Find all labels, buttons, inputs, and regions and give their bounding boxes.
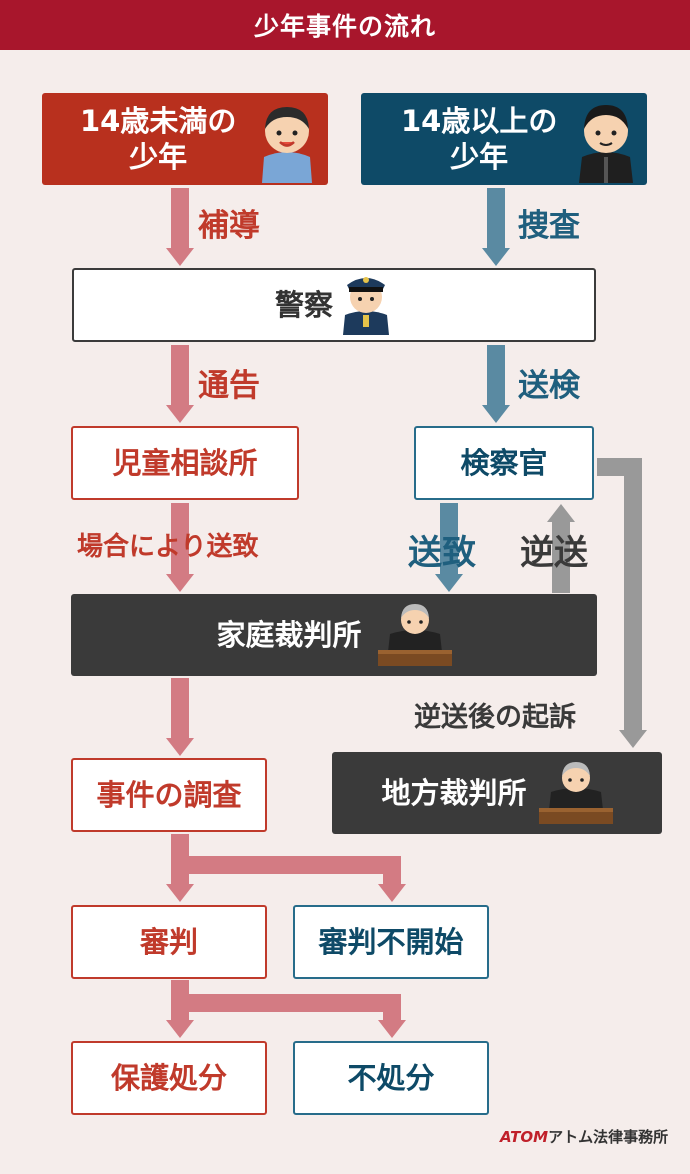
node-family-court-label: 家庭裁判所 xyxy=(216,617,362,652)
arrow-family-court-to-investigation xyxy=(166,678,194,756)
arrow-prosecutor-to-district-court xyxy=(597,458,647,748)
node-protective-disposition: 保護処分 xyxy=(71,1041,267,1115)
footer-brand: ATOM xyxy=(500,1128,549,1146)
node-no-disposition: 不処分 xyxy=(293,1041,489,1115)
footer-firm-name: アトム法律事務所 xyxy=(548,1128,669,1146)
node-under-14-line1: 14歳未満の xyxy=(80,103,237,138)
node-case-investigation: 事件の調査 xyxy=(71,758,267,832)
label-investigation: 捜査 xyxy=(518,208,580,244)
arrow-under14-to-police xyxy=(166,188,194,266)
node-district-court-label: 地方裁判所 xyxy=(381,775,527,810)
node-family-court: 家庭裁判所 xyxy=(71,594,597,676)
arrow-police-to-prosecutor xyxy=(482,345,510,423)
node-hearing: 審判 xyxy=(71,905,267,979)
node-prosecutor: 検察官 xyxy=(414,426,594,500)
node-no-hearing: 審判不開始 xyxy=(293,905,489,979)
arrow-over14-to-police xyxy=(482,188,510,266)
boy-casual-icon xyxy=(254,99,320,191)
arrow-investigation-branch xyxy=(166,834,406,902)
node-over-14-youth: 14歳以上の 少年 xyxy=(361,93,647,185)
police-officer-icon xyxy=(339,267,393,343)
page-title: 少年事件の流れ xyxy=(0,0,690,50)
label-notify: 通告 xyxy=(198,368,260,404)
judge-icon xyxy=(538,754,613,832)
label-reverse-referral: 逆送 xyxy=(520,533,588,573)
arrow-family-court-to-prosecutor xyxy=(547,504,575,593)
judge-icon xyxy=(377,596,452,674)
label-send-to-prosecutor: 送検 xyxy=(518,368,580,404)
arrow-police-to-child-guidance xyxy=(166,345,194,423)
arrow-prosecutor-to-family-court xyxy=(435,503,463,592)
arrow-child-guidance-to-family-court xyxy=(166,503,194,592)
node-over-14-line2: 少年 xyxy=(450,140,509,174)
node-child-guidance-center: 児童相談所 xyxy=(71,426,299,500)
node-under-14-youth: 14歳未満の 少年 xyxy=(42,93,328,185)
boy-school-uniform-icon xyxy=(573,99,639,191)
node-district-court: 地方裁判所 xyxy=(332,752,662,834)
node-over-14-line1: 14歳以上の xyxy=(401,103,558,138)
node-under-14-line2: 少年 xyxy=(129,140,188,174)
node-police: 警察 xyxy=(72,268,596,342)
label-guidance: 補導 xyxy=(198,208,260,244)
label-maybe-refer: 場合により送致 xyxy=(77,532,259,562)
footer-logo: ATOMアトム法律事務所 xyxy=(500,1126,668,1147)
label-refer: 送致 xyxy=(408,533,476,573)
label-prosecution-after-reverse: 逆送後の起訴 xyxy=(414,702,576,733)
node-police-label: 警察 xyxy=(274,287,333,322)
arrow-hearing-branch xyxy=(166,980,406,1038)
